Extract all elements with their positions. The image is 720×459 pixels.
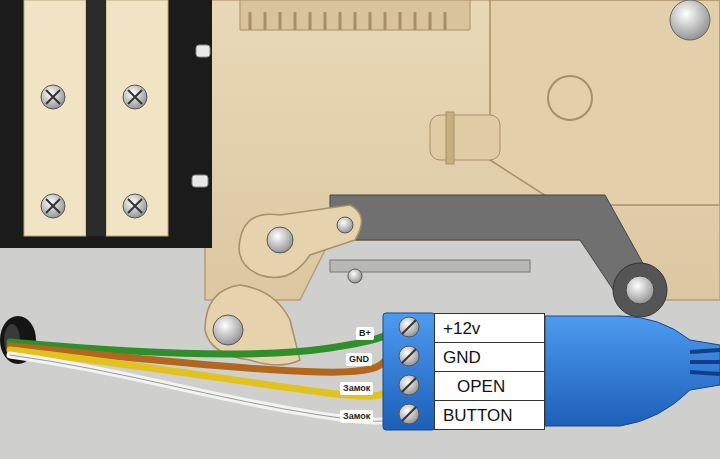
terminal-label-panel: +12vGNDOPENBUTTON [434,313,545,430]
wires [10,330,395,421]
wire-tag: GND [346,353,372,366]
screw-slot [128,199,142,213]
screw [213,315,243,345]
screw [399,404,419,424]
terminal-screws [399,317,419,424]
screw [399,375,419,395]
wire-tag: B+ [356,327,374,340]
heat-shrink [545,316,720,426]
pin-name: OPEN [435,372,544,401]
screw-slot [46,90,60,104]
pin-name: BUTTON [435,401,544,430]
slot [330,260,530,272]
screw [399,346,419,366]
screw-slot [402,349,416,363]
wire-white [10,355,395,421]
magnet-strip [106,0,168,236]
output-wires [690,350,720,374]
gear-rack [240,0,470,30]
screw-slot [402,407,416,421]
screws [41,85,147,218]
screw-slot [402,320,416,334]
pin [196,45,210,57]
screw [626,276,654,304]
screw [123,85,147,109]
gear-teeth [250,12,445,30]
wire-edge [10,355,395,421]
latch-ring [446,112,454,164]
screw [670,0,710,40]
magnet-gap [86,0,106,236]
lever-pivot [613,263,667,317]
terminal-block [383,313,435,430]
screw [41,194,65,218]
screw-slot [402,378,416,392]
pin [192,175,208,187]
wire-tag: Замок [340,410,373,423]
magnet-strip [24,0,86,236]
screw-slot [128,90,142,104]
screw [399,317,419,337]
cam-lever [239,205,361,278]
electromagnet-body [0,0,212,248]
housing-hole [548,76,592,120]
screw [123,194,147,218]
mechanism-plate [205,0,720,300]
screw [41,85,65,109]
pin-name: +12v [435,314,544,343]
lock-cylinder-housing [490,0,720,205]
pin [348,269,362,283]
screw [267,227,293,253]
screw-slot [46,199,60,213]
gray-lever [330,195,655,300]
pin-name: GND [435,343,544,372]
latch-cylinder [430,115,500,160]
pin [337,217,353,233]
wire-tag: Замок [340,382,373,395]
